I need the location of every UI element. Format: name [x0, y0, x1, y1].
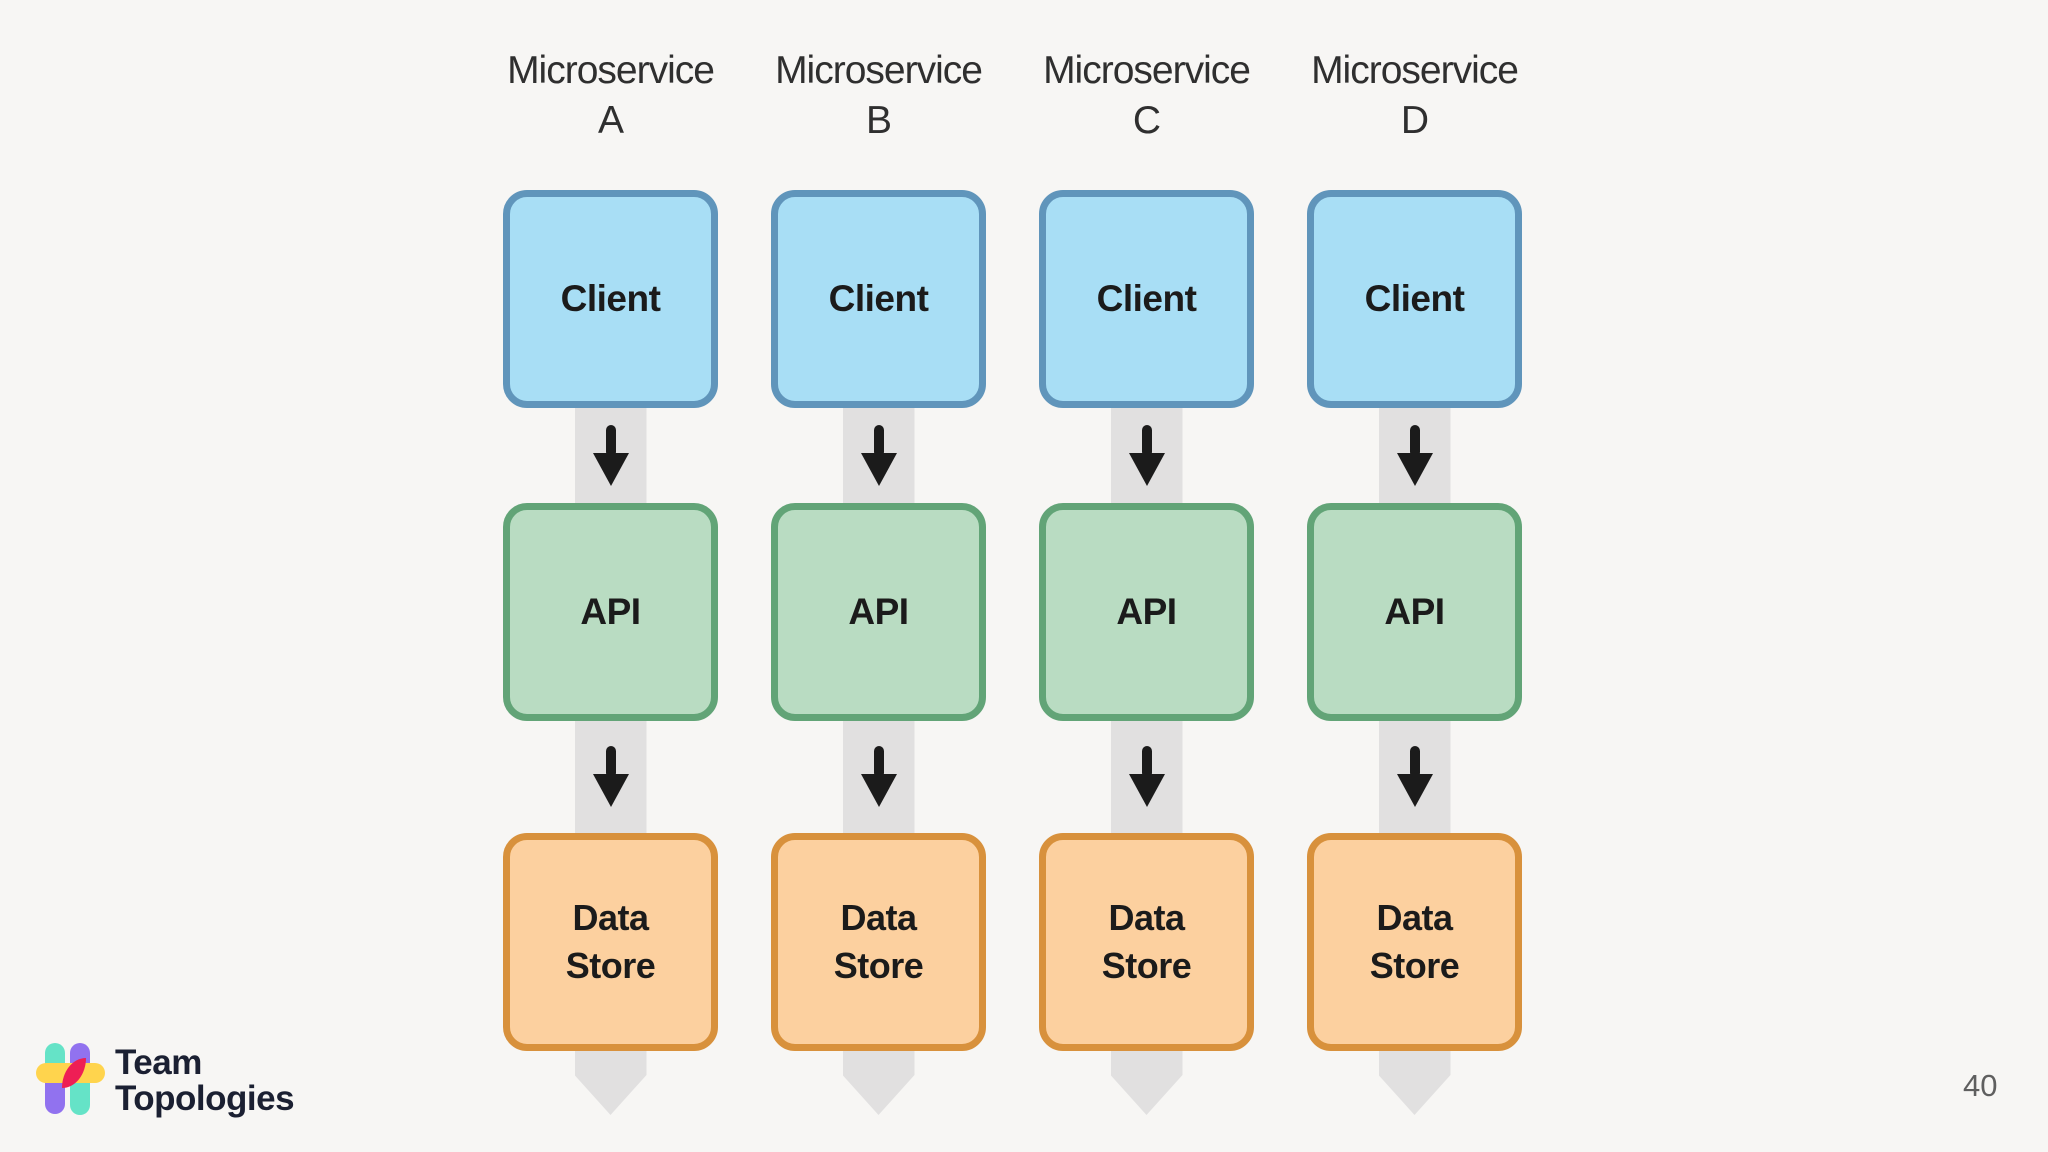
api-label: API	[848, 590, 909, 632]
datastore-box: Data Store	[503, 833, 718, 1051]
page-number: 40	[1963, 1068, 1998, 1103]
down-arrow-icon	[592, 746, 629, 807]
column-title: Microservice	[1311, 49, 1519, 92]
logo-text-line1: Team	[115, 1043, 202, 1082]
down-arrow-icon	[592, 425, 629, 486]
api-box: API	[1039, 503, 1254, 721]
client-label: Client	[1096, 277, 1197, 319]
datastore-box: Data Store	[1039, 833, 1254, 1051]
down-arrow-icon	[860, 425, 897, 486]
microservice-column-c: Microservice C Client API Data Store	[1039, 40, 1254, 1130]
column-letter: D	[1400, 99, 1429, 142]
down-arrow-icon	[860, 746, 897, 807]
column-title: Microservice	[775, 49, 983, 92]
datastore-label: Data Store	[1101, 897, 1192, 986]
api-label: API	[1116, 590, 1177, 632]
column-header: Microservice B	[743, 46, 1014, 146]
column-title: Microservice	[1043, 49, 1251, 92]
column-letter: C	[1132, 99, 1161, 142]
team-topologies-logo-icon	[36, 1043, 105, 1115]
column-letter: A	[597, 99, 624, 142]
client-label: Client	[1364, 277, 1465, 319]
microservice-column-a: Microservice A Client API Data Store	[503, 40, 718, 1130]
api-label: API	[1384, 590, 1445, 632]
client-box: Client	[503, 190, 718, 408]
logo-bar-teal-bottom	[70, 1077, 90, 1115]
datastore-label: Data Store	[1369, 897, 1460, 986]
client-box: Client	[771, 190, 986, 408]
logo-bar-purple-bottom	[45, 1077, 65, 1114]
column-title: Microservice	[507, 49, 715, 92]
down-arrow-icon	[1396, 746, 1433, 807]
api-box: API	[503, 503, 718, 721]
column-header: Microservice D	[1279, 46, 1550, 146]
down-arrow-icon	[1128, 746, 1165, 807]
logo-text-line2: Topologies	[115, 1078, 295, 1118]
microservice-column-d: Microservice D Client API Data Store	[1307, 40, 1522, 1130]
down-arrow-icon	[1128, 425, 1165, 486]
api-label: API	[580, 590, 641, 632]
column-header: Microservice C	[1011, 46, 1282, 146]
api-box: API	[1307, 503, 1522, 721]
column-header: Microservice A	[475, 46, 746, 146]
client-label: Client	[828, 277, 929, 319]
logo-wordmark: Team Topologies	[115, 1043, 295, 1118]
client-label: Client	[560, 277, 661, 319]
microservice-column-b: Microservice B Client API Data Store	[771, 40, 986, 1130]
api-box: API	[771, 503, 986, 721]
datastore-label: Data Store	[565, 897, 656, 986]
team-topologies-logo: Team Topologies	[36, 1043, 295, 1118]
datastore-label: Data Store	[833, 897, 924, 986]
column-letter: B	[865, 99, 892, 142]
client-box: Client	[1039, 190, 1254, 408]
datastore-box: Data Store	[771, 833, 986, 1051]
down-arrow-icon	[1396, 425, 1433, 486]
client-box: Client	[1307, 190, 1522, 408]
datastore-box: Data Store	[1307, 833, 1522, 1051]
